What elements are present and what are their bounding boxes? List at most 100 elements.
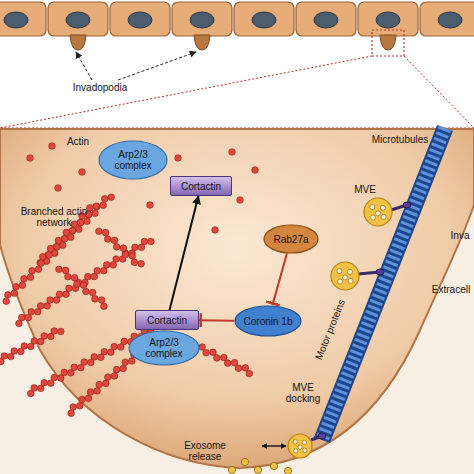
cell <box>172 2 232 36</box>
actin-monomer <box>77 219 84 226</box>
actin-monomer <box>246 370 253 377</box>
actin-monomer <box>5 291 12 298</box>
actin-monomer <box>27 155 34 162</box>
intraluminal-vesicle <box>302 440 306 444</box>
intraluminal-vesicle <box>381 214 386 219</box>
actin-monomer <box>69 227 76 234</box>
actin-monomer <box>47 297 54 304</box>
protein-ellipse: Coronin 1b <box>234 305 302 337</box>
nucleus <box>252 12 276 28</box>
intraluminal-vesicle <box>370 205 375 210</box>
cell <box>0 2 46 36</box>
actin-monomer <box>141 238 148 245</box>
actin-monomer <box>100 202 107 209</box>
actin-monomer <box>71 221 78 228</box>
exosome <box>270 462 277 469</box>
actin-monomer <box>80 282 87 289</box>
actin-monomer <box>235 365 242 372</box>
cell <box>234 2 294 36</box>
extracellular-space <box>0 128 474 474</box>
nucleus <box>438 12 462 28</box>
nucleus <box>66 12 90 28</box>
node-label: Cortactin <box>147 315 187 326</box>
actin-monomer <box>41 379 48 386</box>
actin-monomer <box>19 282 26 289</box>
actin-monomer <box>131 259 138 266</box>
actin-monomer <box>31 338 38 345</box>
intraluminal-vesicle <box>380 205 385 210</box>
intraluminal-vesicle <box>342 275 347 280</box>
invadopodium-protrusion <box>70 35 86 50</box>
actin-monomer <box>101 195 108 202</box>
actin-monomer <box>252 167 259 174</box>
microtubule <box>322 128 445 440</box>
cell-layer <box>0 2 474 50</box>
intraluminal-vesicle <box>293 440 297 444</box>
motor-head <box>318 433 326 439</box>
actin-monomer <box>104 236 111 243</box>
actin-monomer <box>46 252 53 259</box>
actin-monomer <box>102 380 109 387</box>
actin-monomer <box>21 275 28 282</box>
actin-monomer <box>92 210 99 217</box>
actin-monomer <box>55 185 62 192</box>
protein-box: Cortactin <box>170 176 232 196</box>
actin-monomer <box>87 389 94 396</box>
actin-monomer <box>210 349 217 356</box>
actin-monomer <box>1 353 8 360</box>
protein-ellipse: Arp2/3 complex <box>98 140 168 180</box>
actin-monomer <box>65 273 72 280</box>
node-label: Coronin 1b <box>244 316 293 327</box>
motor-head <box>376 269 384 275</box>
invadopodium-cytoplasm <box>0 129 474 468</box>
actin-monomer <box>220 354 227 361</box>
actin-monomer <box>111 373 118 380</box>
actin-monomer <box>81 359 88 366</box>
actin-monomer <box>98 297 105 304</box>
actin-monomer <box>147 202 154 209</box>
ellipse-shape <box>235 306 301 336</box>
actin-monomer <box>51 374 58 381</box>
node-label: Arp2/3 complex <box>102 149 164 171</box>
mve <box>331 262 359 290</box>
actin-monomer <box>38 260 45 267</box>
actin-monomer <box>96 381 103 388</box>
intraluminal-vesicle <box>337 269 342 274</box>
actin-monomer <box>56 266 63 273</box>
actin-monomer <box>51 328 58 335</box>
actin-monomer <box>84 218 91 225</box>
actin-monomer <box>94 388 101 395</box>
exosome <box>284 467 291 474</box>
actin-monomer <box>128 358 135 365</box>
actin-monomer <box>122 251 129 258</box>
actin-monomer <box>68 410 75 417</box>
actin-monomer <box>101 348 108 355</box>
actin-monomer <box>85 273 92 280</box>
protein-ellipse: Rab27a <box>263 224 319 254</box>
invadopodium-protrusion <box>194 35 210 50</box>
actin-monomer <box>83 288 90 295</box>
actin-monomer <box>39 253 46 260</box>
actin-monomer <box>19 314 26 321</box>
actin-monomer <box>56 291 63 298</box>
annotation-label: MVE docking <box>278 382 328 404</box>
actin-monomer <box>148 238 155 245</box>
actin-monomer <box>229 149 236 156</box>
actin-monomer <box>69 227 76 234</box>
actin-filaments <box>0 143 258 417</box>
actin-monomer <box>74 281 81 288</box>
actin-monomer <box>41 333 48 340</box>
annotation-label: Branched actin network <box>18 206 90 228</box>
microtubule-subunits <box>322 128 445 440</box>
actin-monomer <box>85 395 92 402</box>
motor-proteins <box>311 202 411 440</box>
actin-monomer <box>122 359 129 366</box>
actin-monomer <box>120 365 127 372</box>
actin-monomer <box>63 229 70 236</box>
actin-monomer <box>76 226 83 233</box>
actin-monomer <box>79 396 86 403</box>
double-arrow <box>262 445 286 446</box>
cell <box>420 2 474 36</box>
ellipse-shape <box>129 331 199 365</box>
